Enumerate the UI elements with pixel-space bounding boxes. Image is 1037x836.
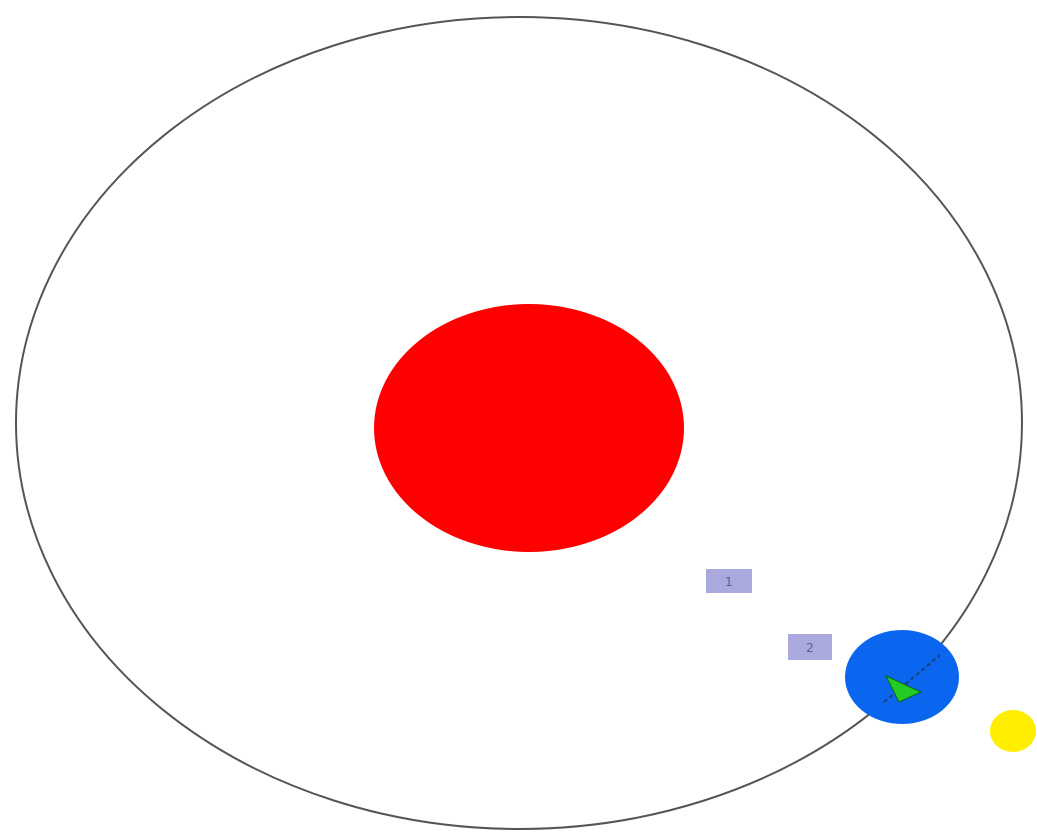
marker-1-label: 1 xyxy=(725,575,733,589)
small-yellow-body xyxy=(990,710,1036,752)
orbiting-body xyxy=(845,630,959,724)
central-body xyxy=(374,304,684,552)
marker-2: 2 xyxy=(788,634,832,660)
marker-2-label: 2 xyxy=(806,641,814,655)
marker-1: 1 xyxy=(706,569,752,593)
